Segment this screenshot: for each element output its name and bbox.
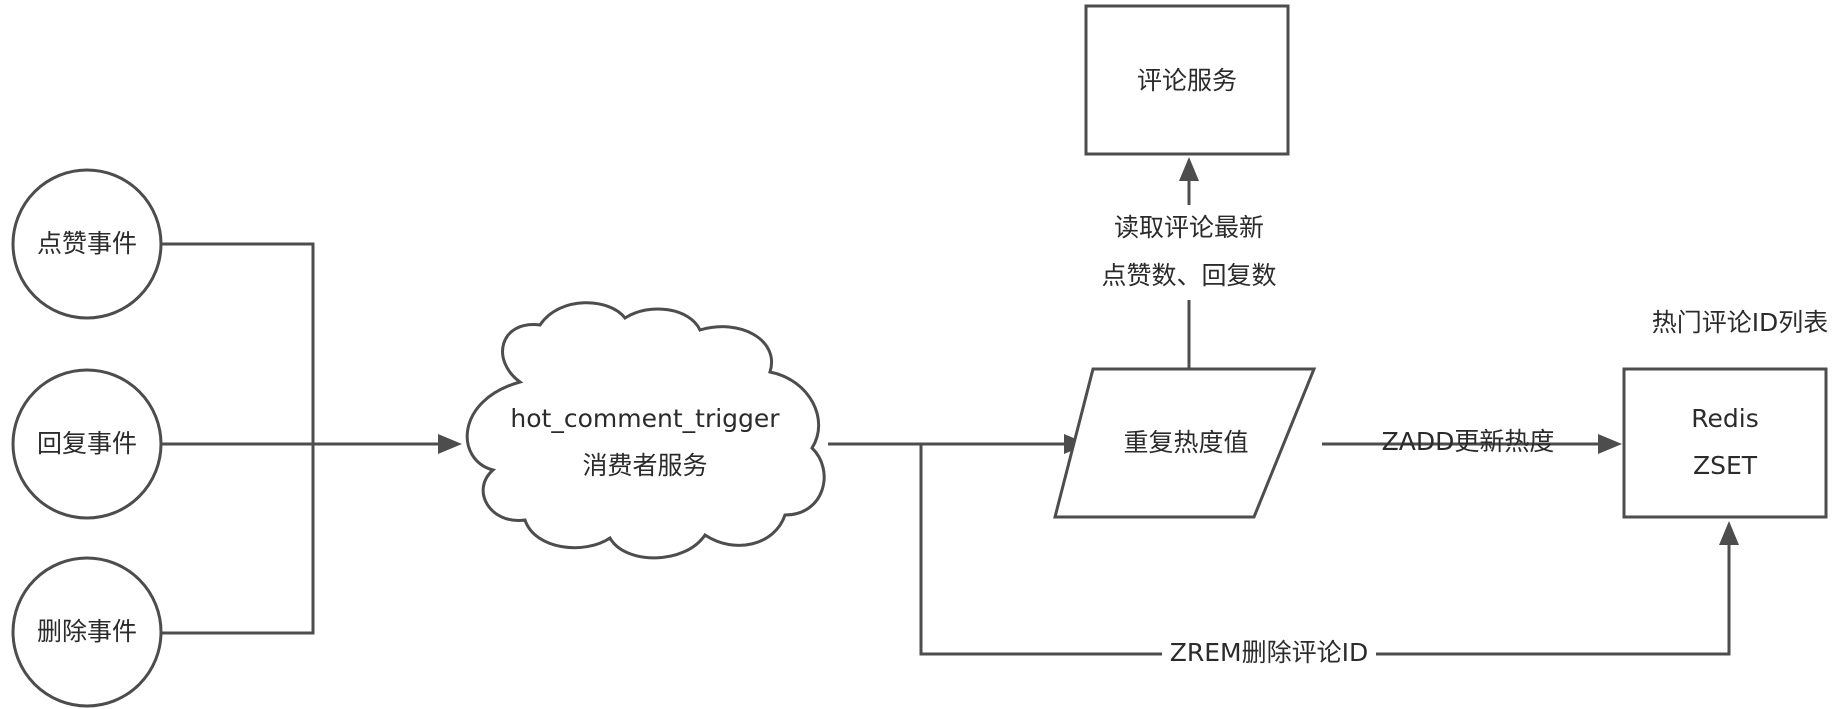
redis-zset-node [1622, 367, 1828, 519]
comment-service-label: 评论服务 [1137, 66, 1237, 95]
redis-label-line2: ZSET [1693, 451, 1758, 480]
heat-value-label: 重复热度值 [1123, 428, 1248, 457]
arrowhead-into-comment-service [1179, 157, 1199, 181]
zrem-label-bg [1162, 636, 1376, 672]
delete-event-label: 删除事件 [37, 617, 137, 646]
arrowhead-into-redis-bottom [1719, 521, 1739, 545]
arrowhead-into-redis-left [1598, 434, 1622, 454]
like-event-node [11, 168, 163, 320]
reply-event-label: 回复事件 [37, 429, 137, 458]
delete-event-node [11, 556, 163, 708]
consumer-label-line1: hot_comment_trigger [510, 404, 780, 433]
reply-event-node [11, 368, 163, 520]
read-latest-label-line1: 读取评论最新 [1114, 213, 1264, 242]
zadd-label: ZADD更新热度 [1382, 427, 1555, 456]
hot-list-title: 热门评论ID列表 [1652, 308, 1829, 337]
like-event-label: 点赞事件 [37, 229, 137, 258]
redis-label-line1: Redis [1691, 404, 1758, 433]
edge-zrem [919, 444, 1731, 656]
comment-service-node [1084, 4, 1290, 156]
consumer-label-line2: 消费者服务 [582, 451, 707, 480]
arrowhead-into-consumer [438, 434, 462, 454]
consumer-service-cloud [465, 301, 826, 560]
read-latest-label-bg [1090, 205, 1290, 300]
zrem-label: ZREM删除评论ID [1170, 638, 1369, 667]
read-latest-label-line2: 点赞数、回复数 [1101, 261, 1276, 290]
heat-value-node [1053, 367, 1317, 519]
edge-like-to-merge [162, 242, 315, 635]
